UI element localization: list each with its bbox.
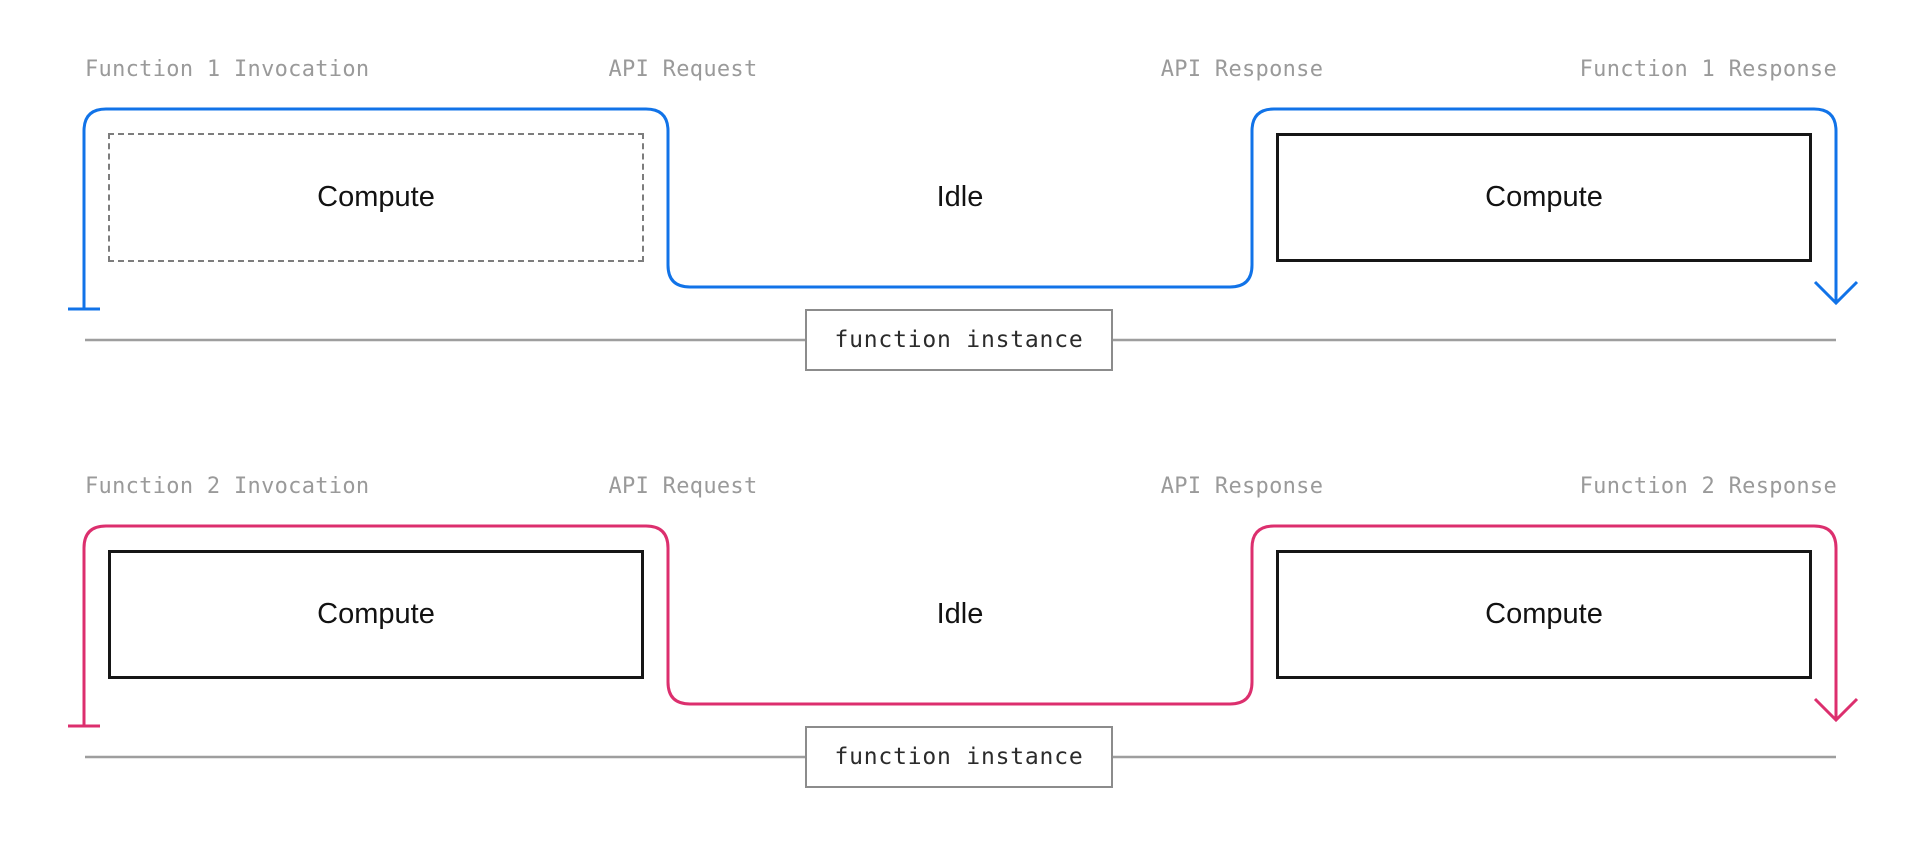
trace-line: [82, 107, 1838, 309]
compute-box-invocation: Compute: [108, 550, 644, 679]
compute-box-label: Compute: [317, 598, 435, 630]
compute-box-response: Compute: [1276, 133, 1812, 262]
event-label-invocation: Function 2 Invocation: [85, 474, 370, 499]
event-label-api-response: API Response: [1160, 474, 1324, 499]
compute-box-label: Compute: [1485, 181, 1603, 213]
idle-phase-label: Idle: [936, 598, 984, 630]
trace-line: [82, 524, 1838, 726]
idle-phase-label: Idle: [936, 181, 984, 213]
event-label-response: Function 1 Response: [1579, 57, 1837, 82]
event-label-invocation: Function 1 Invocation: [85, 57, 370, 82]
event-label-api-request: API Request: [608, 57, 758, 82]
function-2-timeline-diagram: Function 2 Invocation API Request API Re…: [0, 417, 1920, 845]
function-instance-tag: function instance: [805, 726, 1113, 788]
trace-arrowhead-down-icon: [1813, 697, 1859, 723]
event-label-api-response: API Response: [1160, 57, 1324, 82]
function-instance-tag: function instance: [805, 309, 1113, 371]
compute-box-label: Compute: [317, 181, 435, 213]
event-label-api-request: API Request: [608, 474, 758, 499]
compute-box-provisioning: Compute: [108, 133, 644, 262]
compute-box-label: Compute: [1485, 598, 1603, 630]
trace-arrowhead-down-icon: [1813, 280, 1859, 306]
event-label-response: Function 2 Response: [1579, 474, 1837, 499]
compute-box-response: Compute: [1276, 550, 1812, 679]
function-1-timeline-diagram: Function 1 Invocation API Request API Re…: [68, 57, 1859, 371]
